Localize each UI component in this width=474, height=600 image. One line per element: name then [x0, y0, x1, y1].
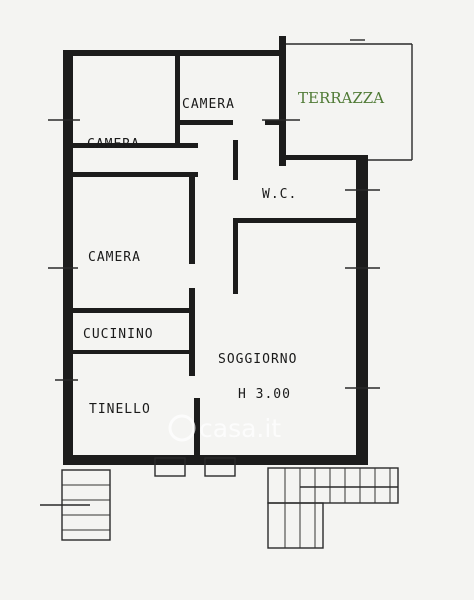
top-wall — [63, 50, 285, 56]
room-label-camera-top: CAMERA — [182, 97, 235, 112]
watermark-text: casa.it — [199, 414, 281, 443]
room-height-label: H 3.00 — [238, 387, 291, 402]
wall-tinello-right — [194, 398, 200, 458]
room-label-cucinino: CUCININO — [83, 327, 154, 342]
wc-top-wall — [286, 155, 368, 160]
watermark: casa.it — [168, 414, 281, 443]
wall-corridor-lower — [233, 222, 238, 294]
right-stairs — [267, 467, 399, 549]
wall-cucinino-bottom — [68, 350, 193, 354]
room-label-wc: W.C. — [262, 187, 297, 202]
wall-camera-top-bottom — [175, 120, 233, 125]
windows — [48, 39, 380, 389]
wall-wc-bottom — [233, 218, 360, 223]
room-label-tinello: TINELLO — [89, 402, 151, 417]
left-wall — [63, 50, 73, 460]
wall-camera-divider — [175, 54, 180, 144]
terrace-left-wall — [279, 36, 286, 166]
room-label-camera-mid: CAMERA — [87, 137, 140, 152]
terrace-label: TERRAZZA — [298, 89, 384, 107]
left-stairs — [40, 469, 111, 541]
room-label-soggiorno: SOGGIORNO — [218, 352, 297, 367]
wall-cucinino-right — [189, 288, 195, 376]
wall-corridor-upper — [233, 140, 238, 180]
watermark-logo-icon — [168, 414, 196, 442]
wall-camera-left-top — [68, 172, 198, 177]
terrace-outline — [286, 43, 413, 161]
right-wall — [356, 155, 368, 465]
wall-camera-top-bottom-right — [265, 120, 285, 125]
bottom-doors — [154, 457, 236, 477]
wall-cucinino-top — [68, 308, 193, 313]
wall-camera-mid-bottom — [68, 143, 198, 148]
room-label-camera-left: CAMERA — [88, 250, 141, 265]
bottom-wall — [63, 455, 365, 465]
wall-camera-left-right — [189, 172, 195, 264]
interior-walls — [68, 54, 360, 458]
